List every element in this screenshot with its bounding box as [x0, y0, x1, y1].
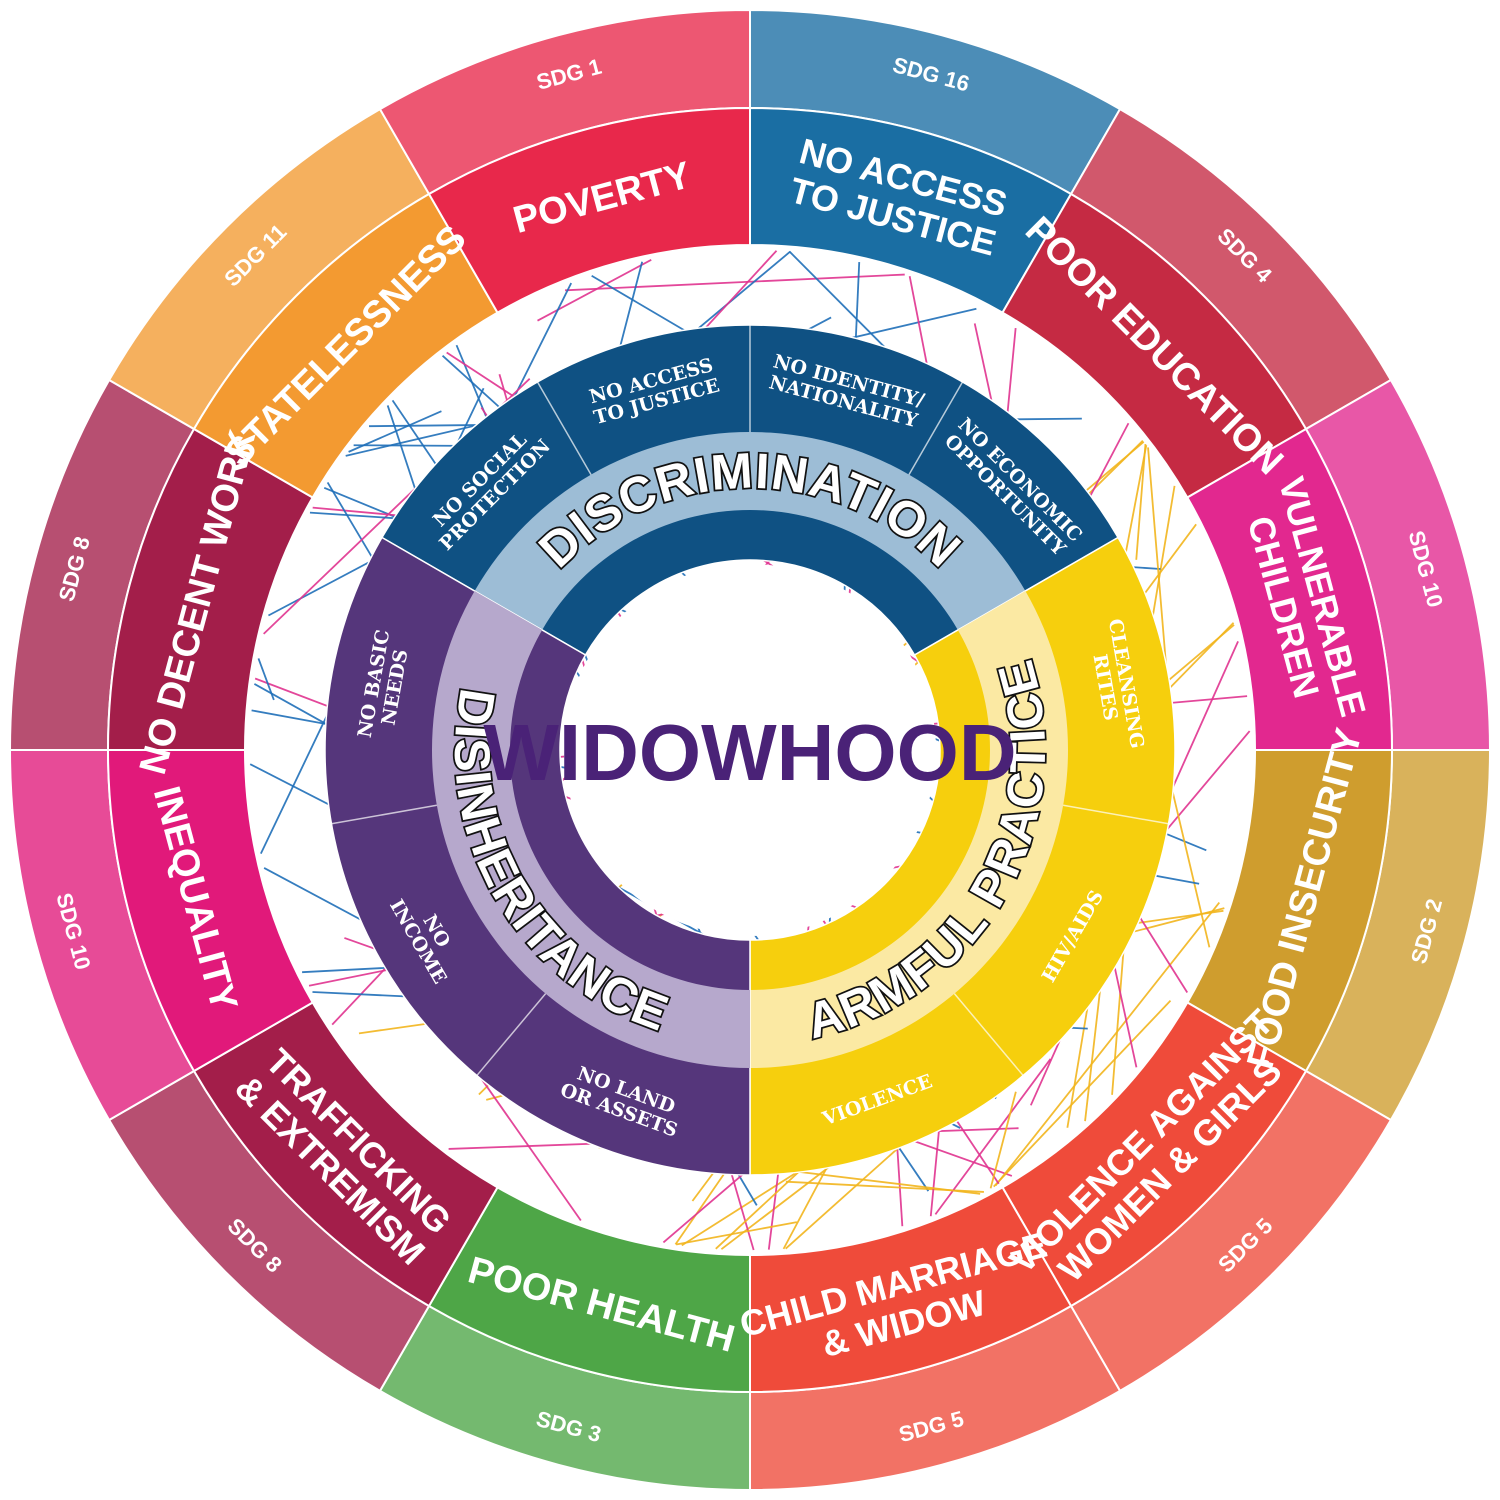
- outer-segment-highlight: [109, 109, 429, 429]
- outer-segment-highlight: [1071, 109, 1391, 429]
- outer-segment-highlight: [1071, 1071, 1391, 1391]
- connector-line: [993, 1000, 1172, 1188]
- outer-segment-highlight: [109, 1071, 429, 1391]
- item-divider: [953, 993, 1024, 1077]
- connector-line: [565, 273, 905, 292]
- outer-segment-highlight: [1305, 750, 1490, 1120]
- category-band-3: [432, 591, 750, 1068]
- center-circle: WIDOWHOOD: [483, 564, 1017, 936]
- outer-segment-highlight: [380, 1305, 750, 1490]
- item-divider: [1063, 804, 1169, 825]
- outer-segment-highlight: [10, 380, 195, 750]
- center-label: WIDOWHOOD: [483, 708, 1016, 797]
- middle-ring: [324, 324, 1176, 1176]
- item-divider: [476, 993, 547, 1077]
- category-band-2: [750, 591, 1068, 1068]
- outer-segment-highlight: [1305, 380, 1490, 750]
- connector-line: [676, 1221, 798, 1246]
- center-disc: [564, 564, 936, 936]
- category-band-1: [474, 432, 1026, 630]
- item-divider: [908, 381, 964, 475]
- item-divider: [331, 804, 437, 825]
- outer-segment-highlight: [10, 750, 195, 1120]
- connector-line: [934, 1058, 1052, 1215]
- connector-line: [348, 410, 442, 453]
- outer-segment-highlight: [750, 1305, 1120, 1490]
- connector-line: [537, 259, 652, 322]
- outer-segment-highlight: [380, 10, 750, 195]
- outer-segment-highlight: [750, 10, 1120, 195]
- connector-line: [994, 902, 1220, 1187]
- connector-line: [989, 1091, 1017, 1189]
- connector-line: [1135, 443, 1147, 560]
- item-divider: [536, 381, 592, 475]
